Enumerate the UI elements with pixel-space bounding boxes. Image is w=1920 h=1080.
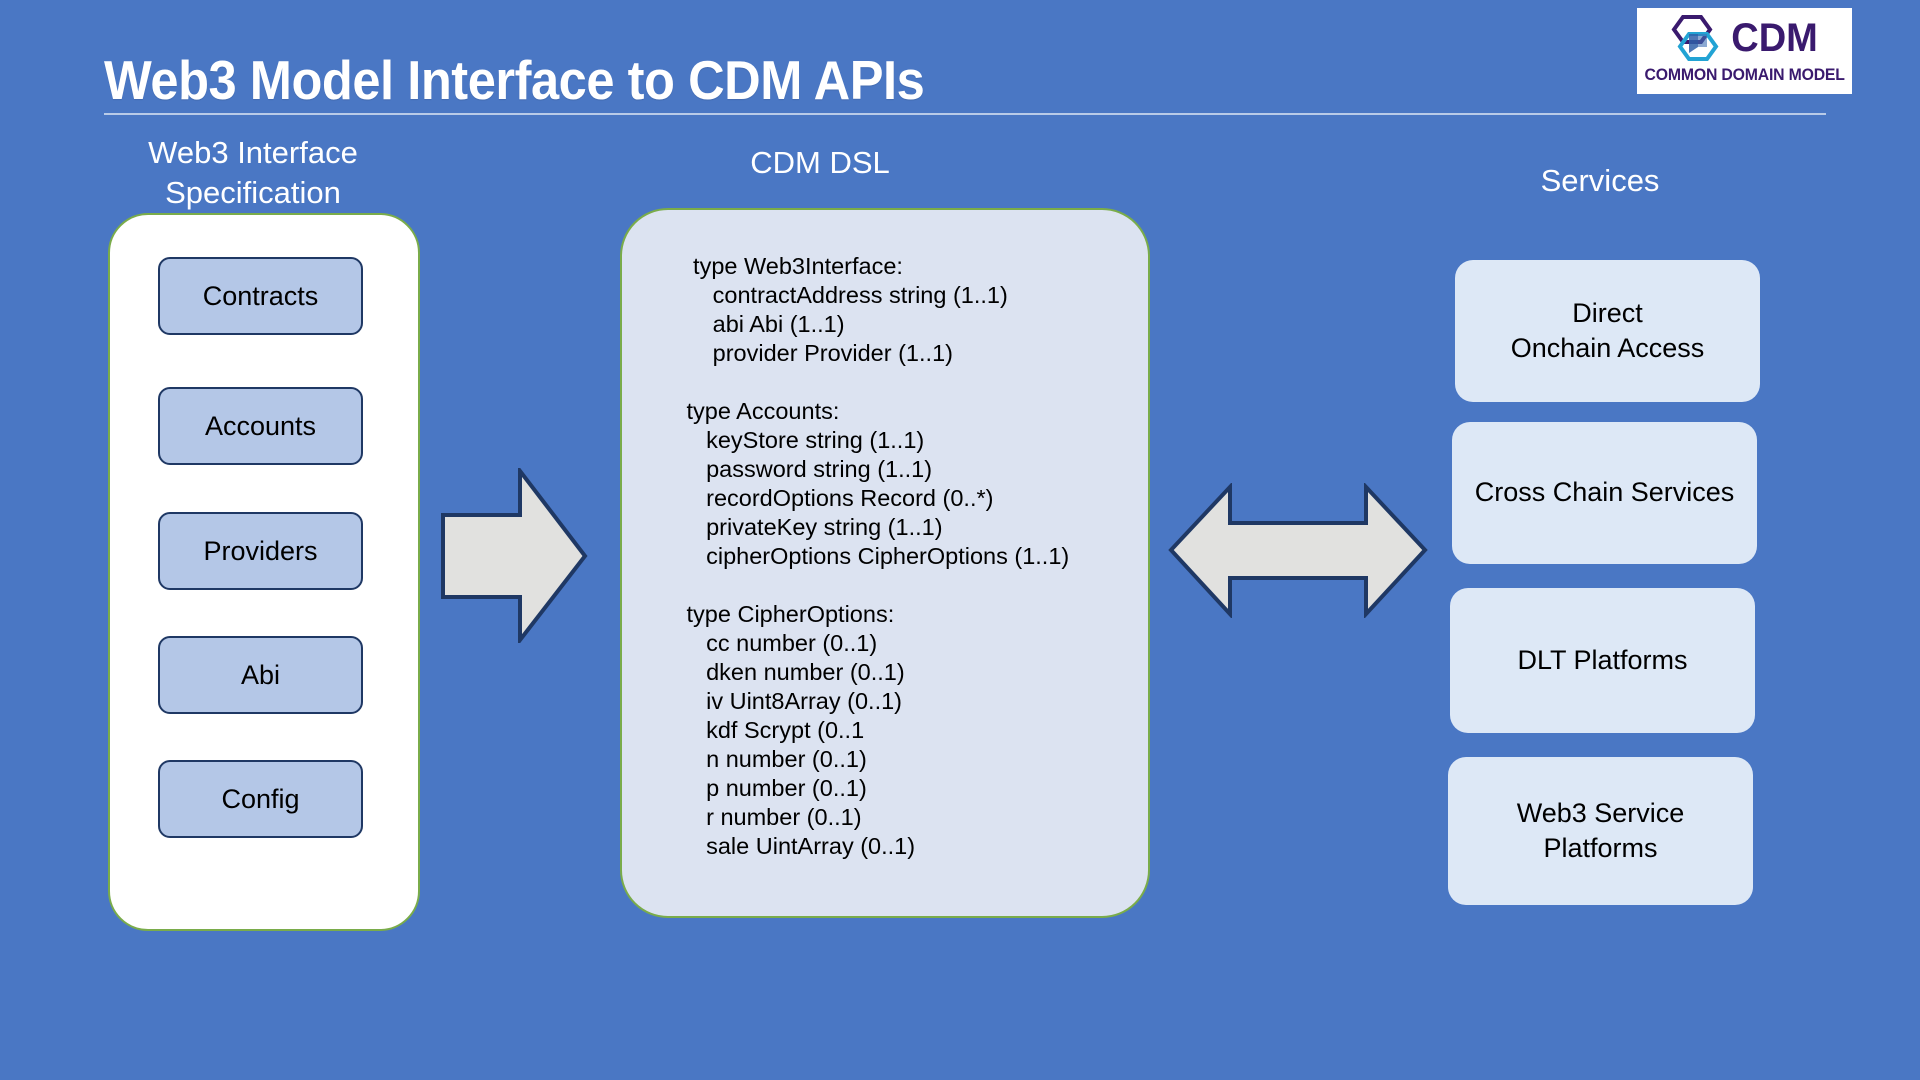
arrow-left-right-icon	[1168, 483, 1428, 618]
cdm-logo: CDM COMMON DOMAIN MODEL	[1637, 8, 1852, 94]
dsl-line: cipherOptions CipherOptions (1..1)	[680, 543, 1070, 569]
dsl-line: recordOptions Record (0..*)	[680, 485, 994, 511]
dsl-line: sale UintArray (0..1)	[680, 833, 916, 859]
spec-item-providers[interactable]: Providers	[158, 512, 363, 590]
dsl-line: iv Uint8Array (0..1)	[680, 688, 902, 714]
dsl-line: kdf Scrypt (0..1	[680, 717, 865, 743]
dsl-line: r number (0..1)	[680, 804, 862, 830]
dsl-line: p number (0..1)	[680, 775, 867, 801]
dsl-line: type CipherOptions:	[680, 601, 895, 627]
dsl-line: contractAddress string (1..1)	[680, 282, 1008, 308]
spec-item-accounts[interactable]: Accounts	[158, 387, 363, 465]
cdm-logo-wordmark: CDM	[1731, 16, 1818, 60]
cdm-dsl-code: type Web3Interface: contractAddress stri…	[622, 240, 1148, 861]
title-divider	[104, 113, 1826, 115]
dsl-line: provider Provider (1..1)	[680, 340, 953, 366]
column-heading-cdm-dsl: CDM DSL	[750, 145, 890, 180]
service-box-dlt-platforms[interactable]: DLT Platforms	[1450, 588, 1755, 733]
dsl-line: password string (1..1)	[680, 456, 933, 482]
dsl-line: keyStore string (1..1)	[680, 427, 925, 453]
arrow-right-icon	[441, 468, 588, 643]
service-box-cross-chain-services[interactable]: Cross Chain Services	[1452, 422, 1757, 564]
spec-item-abi[interactable]: Abi	[158, 636, 363, 714]
dsl-blank-line	[680, 368, 1148, 397]
dsl-line: privateKey string (1..1)	[680, 514, 943, 540]
cdm-logo-tagline: COMMON DOMAIN MODEL	[1644, 65, 1845, 84]
dsl-line: type Web3Interface:	[680, 253, 903, 279]
column-heading-services: Services	[1540, 163, 1660, 198]
dsl-line: n number (0..1)	[680, 746, 867, 772]
dsl-line: abi Abi (1..1)	[680, 311, 845, 337]
cdm-logo-row: CDM	[1669, 13, 1820, 63]
spec-item-contracts[interactable]: Contracts	[158, 257, 363, 335]
cdm-hexagon-cube-icon	[1671, 15, 1719, 61]
dsl-line: cc number (0..1)	[680, 630, 878, 656]
dsl-blank-line	[680, 571, 1148, 600]
cdm-dsl-panel: type Web3Interface: contractAddress stri…	[620, 208, 1150, 918]
spec-item-config[interactable]: Config	[158, 760, 363, 838]
dsl-line: type Accounts:	[680, 398, 840, 424]
dsl-line: dken number (0..1)	[680, 659, 905, 685]
page-title: Web3 Model Interface to CDM APIs	[104, 49, 925, 111]
